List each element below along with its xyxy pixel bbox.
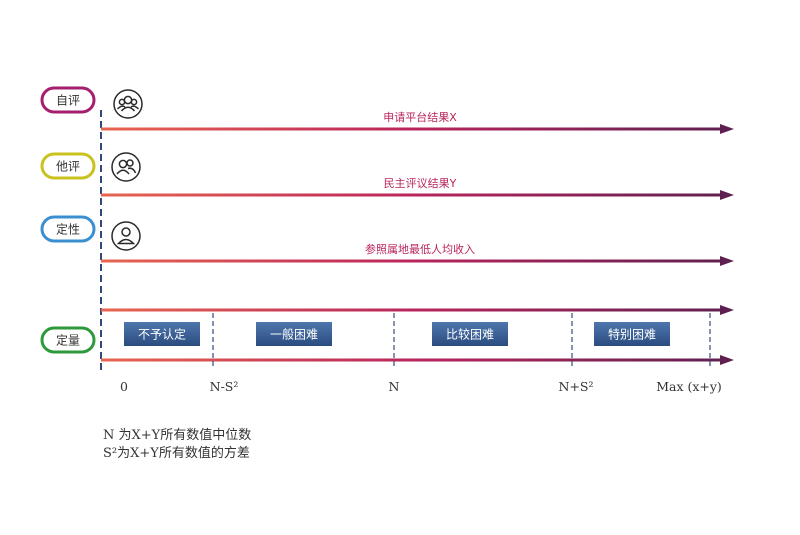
arrowhead-row-self bbox=[720, 124, 734, 134]
band-general-difficulty-label: 一般困难 bbox=[270, 327, 318, 342]
arrowhead-row-peer bbox=[720, 190, 734, 200]
note-median: N 为X+Y所有数值中位数 bbox=[103, 428, 252, 443]
tick-n: N bbox=[389, 379, 400, 394]
note-variance: S²为X+Y所有数值的方差 bbox=[103, 446, 250, 461]
arrowhead-row-qualitative bbox=[720, 256, 734, 266]
quant-arrowhead-top bbox=[720, 305, 734, 315]
group-icon bbox=[113, 89, 143, 119]
tick-n-plus-s2: N+S² bbox=[559, 379, 594, 394]
badge-peer-label: 他评 bbox=[56, 160, 80, 174]
person-icon bbox=[111, 221, 141, 251]
badge-peer-eval: 他评 bbox=[40, 152, 96, 180]
band-not-recognized: 不予认定 bbox=[124, 322, 200, 346]
badge-self-label: 自评 bbox=[56, 94, 80, 108]
row-qualitative-label: 参照属地最低人均收入 bbox=[365, 242, 475, 256]
band-relative-difficulty: 比较困难 bbox=[432, 322, 508, 346]
badge-quantitative: 定量 bbox=[40, 326, 96, 354]
band-not-recognized-label: 不予认定 bbox=[138, 327, 186, 342]
tick-max: Max (x+y) bbox=[656, 379, 722, 394]
badge-qualitative: 定性 bbox=[40, 215, 96, 243]
badge-quantitative-label: 定量 bbox=[56, 333, 80, 348]
tick-zero: 0 bbox=[120, 379, 128, 394]
band-general-difficulty: 一般困难 bbox=[256, 322, 332, 346]
band-special-difficulty: 特别困难 bbox=[594, 322, 670, 346]
quant-arrowhead-bottom bbox=[720, 355, 734, 365]
tick-n-minus-s2: N-S² bbox=[210, 379, 239, 394]
badge-qualitative-label: 定性 bbox=[56, 222, 80, 237]
band-special-difficulty-label: 特别困难 bbox=[608, 327, 656, 342]
pair-icon bbox=[111, 152, 141, 182]
row-self-label: 申请平台结果X bbox=[383, 110, 457, 124]
band-relative-difficulty-label: 比较困难 bbox=[446, 327, 494, 342]
row-peer-label: 民主评议结果Y bbox=[384, 177, 457, 190]
badge-self-eval: 自评 bbox=[40, 86, 96, 114]
